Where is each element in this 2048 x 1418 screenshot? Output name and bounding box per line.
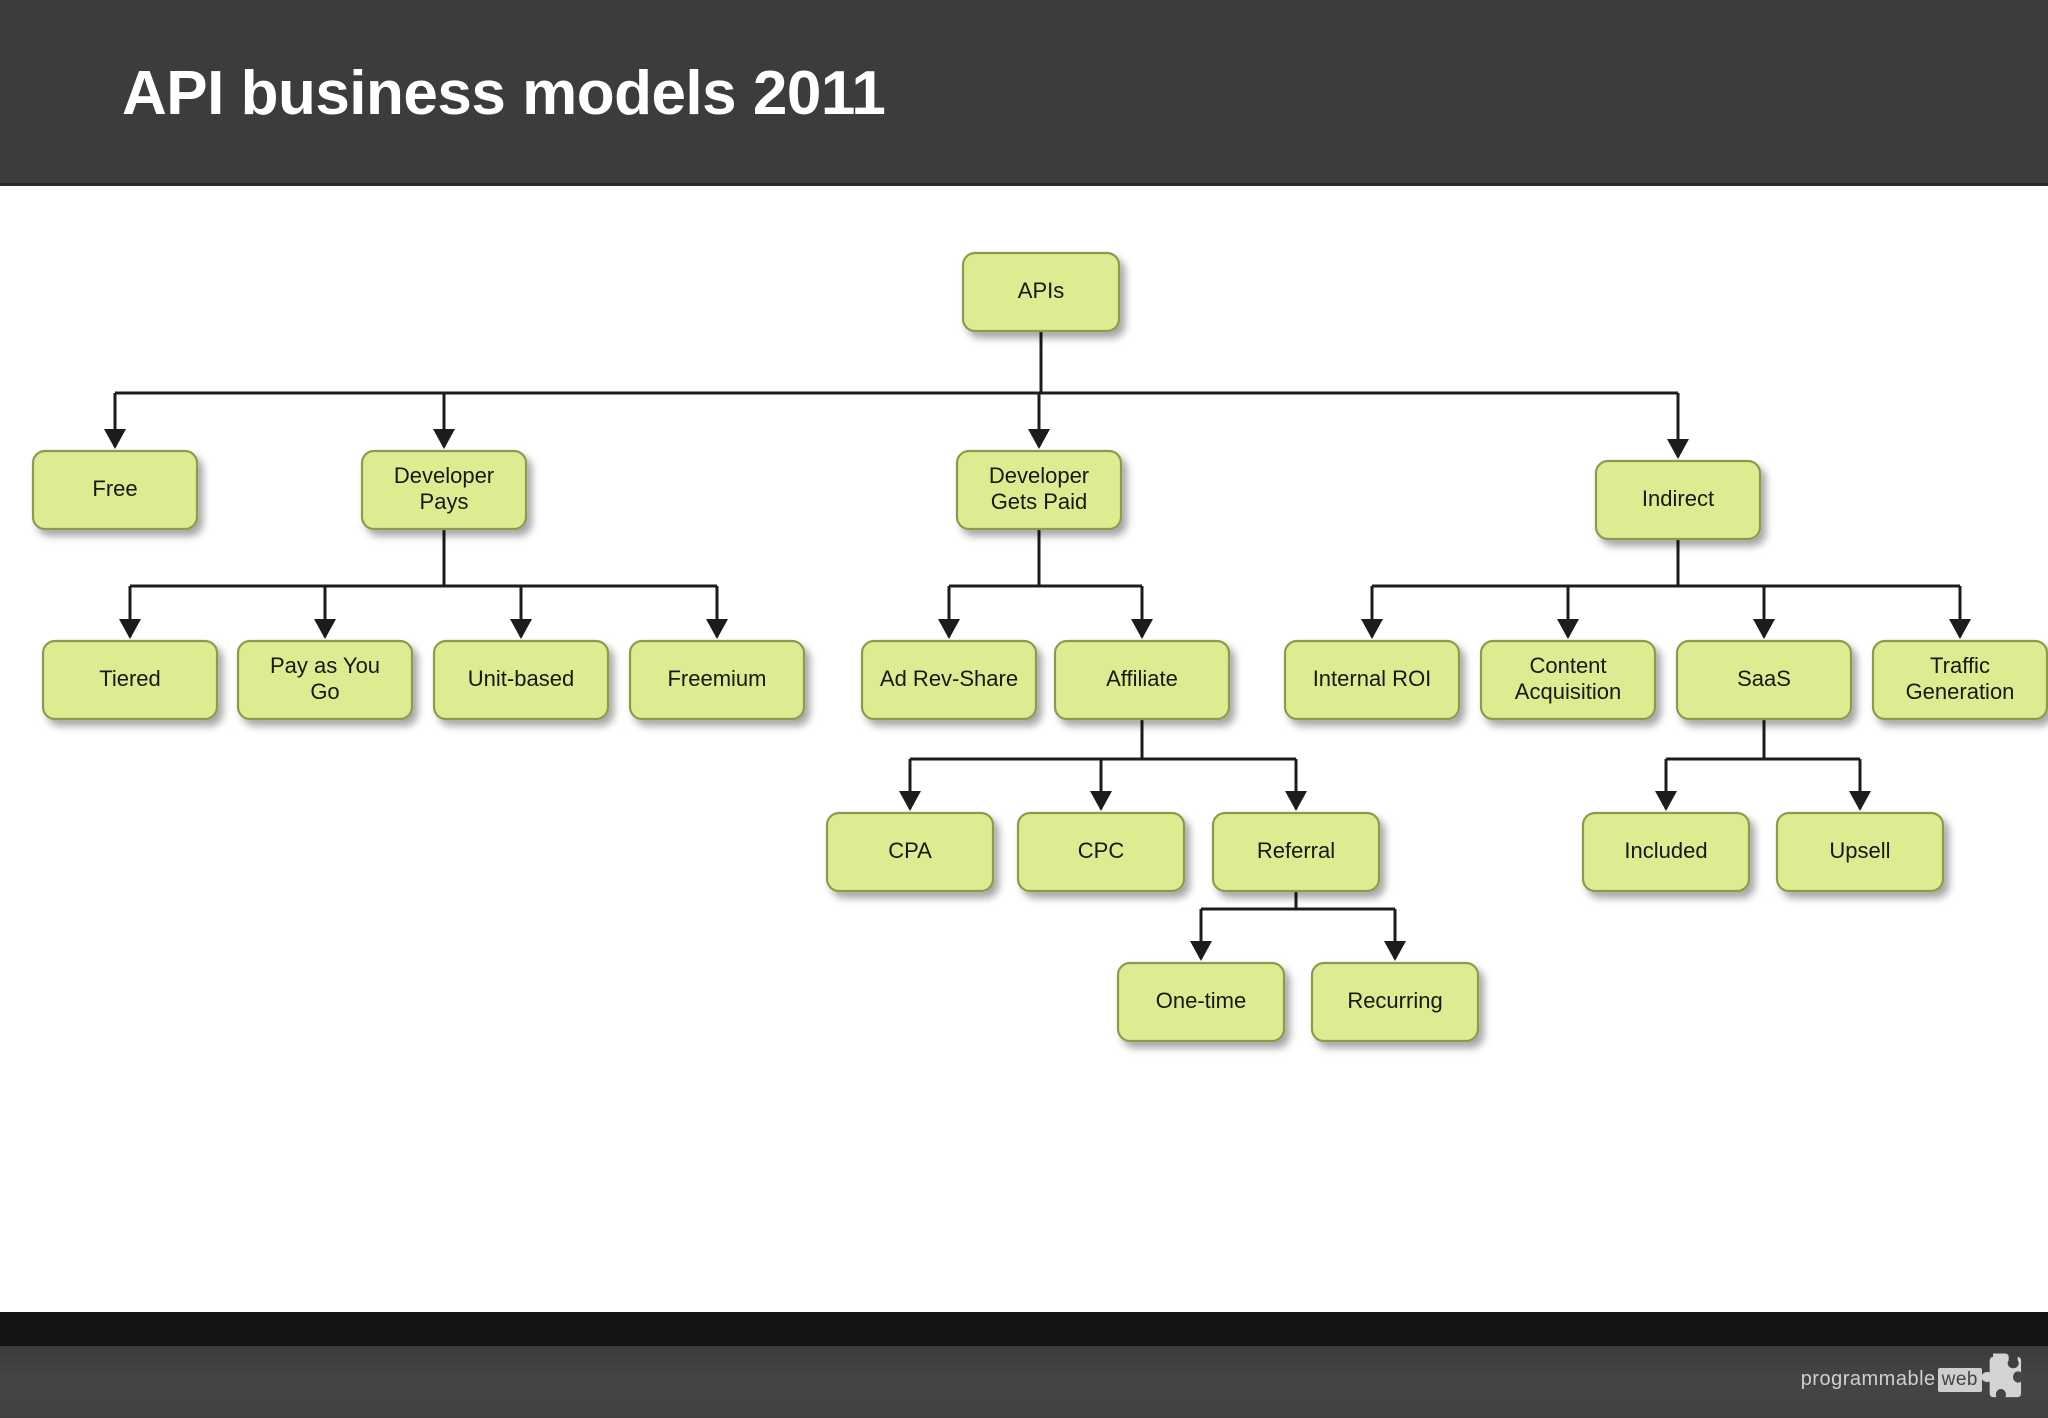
node-box[interactable] [955,449,1123,531]
slide-header: API business models 2011 [0,0,2048,186]
node-box[interactable] [1016,811,1186,893]
node-box[interactable] [1581,811,1751,893]
tree-node-upsell[interactable]: Upsell [1775,811,1945,893]
node-box[interactable] [1871,639,2048,721]
brand-name-primary: programmable [1800,1368,1936,1390]
page-title: API business models 2011 [122,59,886,128]
connector-layer [104,331,1971,961]
node-box[interactable] [432,639,610,721]
tree-node-cpc[interactable]: CPC [1016,811,1186,893]
tree-node-onetime[interactable]: One-time [1116,961,1286,1043]
tree-node-unitbased[interactable]: Unit-based [432,639,610,721]
connector-group-saas [1655,719,1871,811]
node-box[interactable] [41,639,219,721]
tree-node-freemium[interactable]: Freemium [628,639,806,721]
tree-node-apis[interactable]: APIs [961,251,1121,333]
connector-group-indirect [1361,539,1971,639]
footer-background [0,1346,2048,1418]
node-box[interactable] [1283,639,1461,721]
node-box[interactable] [825,811,995,893]
tree-node-recurring[interactable]: Recurring [1310,961,1480,1043]
node-box[interactable] [1116,961,1286,1043]
connector-group-affiliate [899,719,1307,811]
node-box[interactable] [1594,459,1762,541]
tree-node-internalroi[interactable]: Internal ROI [1283,639,1461,721]
tree-node-saas[interactable]: SaaS [1675,639,1853,721]
tree-node-cpa[interactable]: CPA [825,811,995,893]
tree-node-adrevshare[interactable]: Ad Rev-Share [860,639,1038,721]
connector-group-devgetspaid [938,529,1153,639]
tree-node-free[interactable]: Free [31,449,199,531]
node-box[interactable] [360,449,528,531]
node-box[interactable] [1310,961,1480,1043]
node-box[interactable] [860,639,1038,721]
connector-group-apis [104,331,1689,459]
node-box[interactable] [1479,639,1657,721]
brand-name-secondary: web [1937,1368,1982,1392]
node-box[interactable] [1053,639,1231,721]
footer-divider-strip [0,1312,2048,1346]
node-box[interactable] [628,639,806,721]
connector-group-referral [1190,891,1406,961]
node-box[interactable] [31,449,199,531]
tree-node-affiliate[interactable]: Affiliate [1053,639,1231,721]
puzzle-piece-icon [1981,1353,2022,1398]
node-box[interactable] [961,251,1121,333]
tree-node-included[interactable]: Included [1581,811,1751,893]
node-box[interactable] [236,639,414,721]
tree-node-referral[interactable]: Referral [1211,811,1381,893]
node-box[interactable] [1211,811,1381,893]
connector-group-devpays [119,529,728,639]
tree-node-tiered[interactable]: Tiered [41,639,219,721]
node-box[interactable] [1775,811,1945,893]
node-box[interactable] [1675,639,1853,721]
tree-node-indirect[interactable]: Indirect [1594,459,1762,541]
